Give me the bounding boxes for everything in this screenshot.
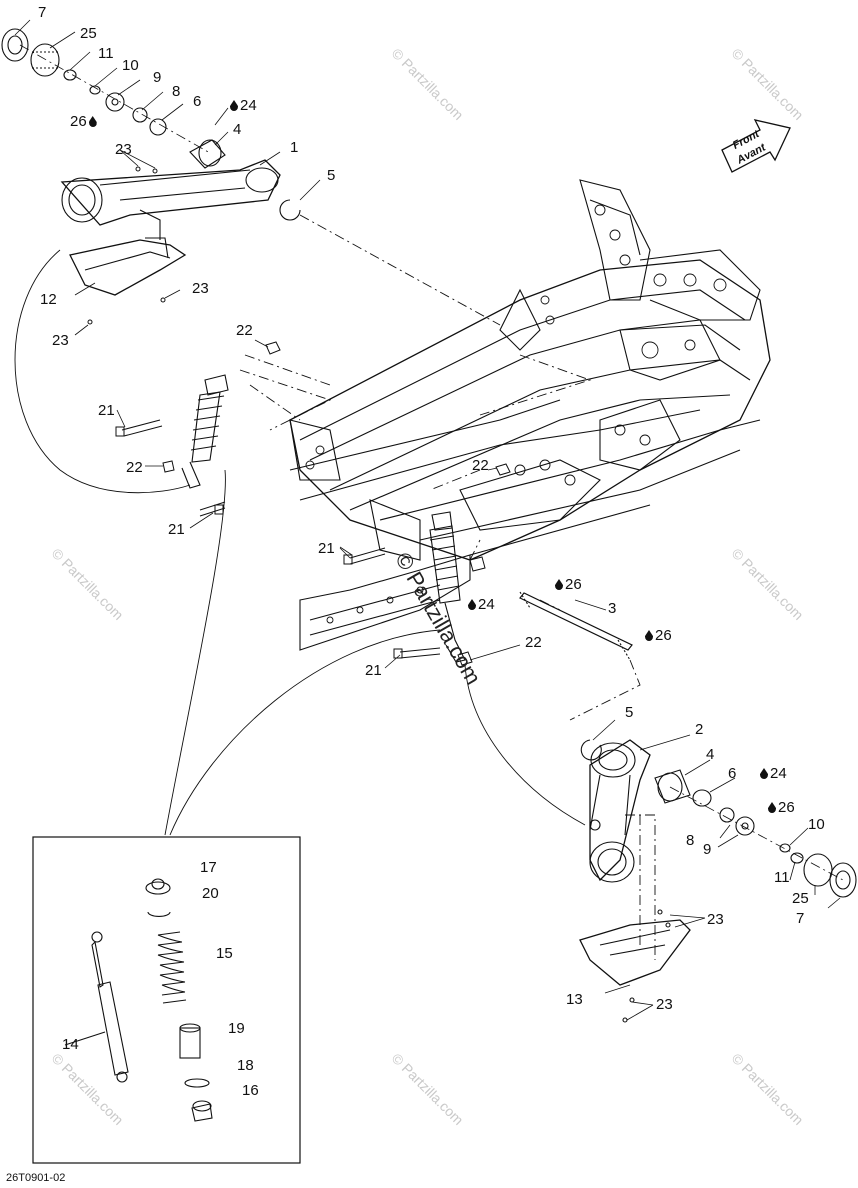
rear-shock-right: [429, 511, 466, 663]
assembly-guide-lines: [239, 214, 656, 960]
shock-detail-inset: [32, 836, 301, 1164]
callout-21: 21: [168, 521, 185, 538]
left-upper-arm: [60, 159, 281, 240]
callout-22: 22: [472, 457, 489, 474]
callout-9: 9: [703, 841, 712, 858]
callout-22: 22: [126, 459, 143, 476]
callout-23: 23: [115, 141, 132, 158]
oil-drop-icon: [555, 579, 563, 590]
callout-4: 4: [706, 746, 715, 763]
callout-21: 21: [318, 540, 335, 557]
callout-26: 26: [768, 800, 795, 815]
callout-23: 23: [52, 332, 69, 349]
right-bearing-stack: [654, 769, 857, 898]
front-direction-label: Front Avant: [722, 128, 786, 170]
callout-26-num: 26: [655, 627, 672, 644]
callout-22: 22: [236, 322, 253, 339]
oil-drop-icon: [88, 116, 97, 127]
callout-10: 10: [808, 816, 825, 833]
callout-24: 24: [760, 766, 787, 781]
callout-23: 23: [656, 996, 673, 1013]
leader-curves: [14, 249, 586, 836]
callout-2: 2: [695, 721, 704, 738]
callout-leaders: [14, 19, 841, 1021]
oil-drop-icon: [468, 599, 476, 610]
callout-26: 26: [555, 577, 582, 592]
callout-22: 22: [525, 634, 542, 651]
callout-18: 18: [237, 1057, 254, 1074]
front-arrow: [721, 119, 791, 173]
callout-24: 24: [468, 597, 495, 612]
callout-21: 21: [365, 662, 382, 679]
callout-11: 11: [98, 45, 114, 62]
rear-shock-left: [181, 374, 229, 489]
callout-26-num: 26: [565, 576, 582, 593]
callout-10: 10: [122, 57, 139, 74]
oil-drop-icon: [230, 100, 238, 111]
callout-20: 20: [202, 885, 219, 902]
callout-15: 15: [216, 945, 233, 962]
callout-12: 12: [40, 291, 57, 308]
drawing-code: 26T0901-02: [6, 1172, 66, 1184]
callout-13: 13: [566, 991, 583, 1008]
callout-9: 9: [153, 69, 162, 86]
oil-drop-icon: [760, 768, 768, 779]
callout-26-num: 26: [778, 799, 795, 816]
callout-6: 6: [728, 765, 737, 782]
callout-23: 23: [192, 280, 209, 297]
callout-14: 14: [62, 1036, 79, 1053]
callout-3: 3: [608, 600, 617, 617]
right-lower-arm: [580, 739, 651, 883]
callout-17: 17: [200, 859, 217, 876]
callout-23: 23: [707, 911, 724, 928]
callout-6: 6: [193, 93, 202, 110]
left-skid-plate: [69, 237, 187, 296]
callout-4: 4: [233, 121, 242, 138]
fasteners: [87, 166, 511, 666]
callout-24-num: 24: [240, 97, 257, 114]
callout-26: 26: [645, 628, 672, 643]
vehicle-frame: [289, 179, 771, 651]
callout-11: 11: [774, 869, 790, 886]
callout-1: 1: [290, 139, 299, 156]
callout-26: 26: [70, 114, 97, 129]
pivot-shaft: [519, 591, 633, 661]
callout-7: 7: [796, 910, 805, 927]
callout-8: 8: [686, 832, 695, 849]
callout-16: 16: [242, 1082, 259, 1099]
callout-21: 21: [98, 402, 115, 419]
callout-24: 24: [230, 98, 257, 113]
callout-8: 8: [172, 83, 181, 100]
callout-19: 19: [228, 1020, 245, 1037]
callout-5: 5: [327, 167, 336, 184]
oil-drop-icon: [645, 630, 653, 641]
callout-26-num: 26: [70, 113, 87, 130]
callout-5: 5: [625, 704, 634, 721]
callout-7: 7: [38, 4, 47, 21]
callout-25: 25: [80, 25, 97, 42]
right-skid-plate: [579, 909, 691, 1023]
callout-24-num: 24: [770, 765, 787, 782]
callout-25: 25: [792, 890, 809, 907]
oil-drop-icon: [768, 802, 776, 813]
callout-24-num: 24: [478, 596, 495, 613]
